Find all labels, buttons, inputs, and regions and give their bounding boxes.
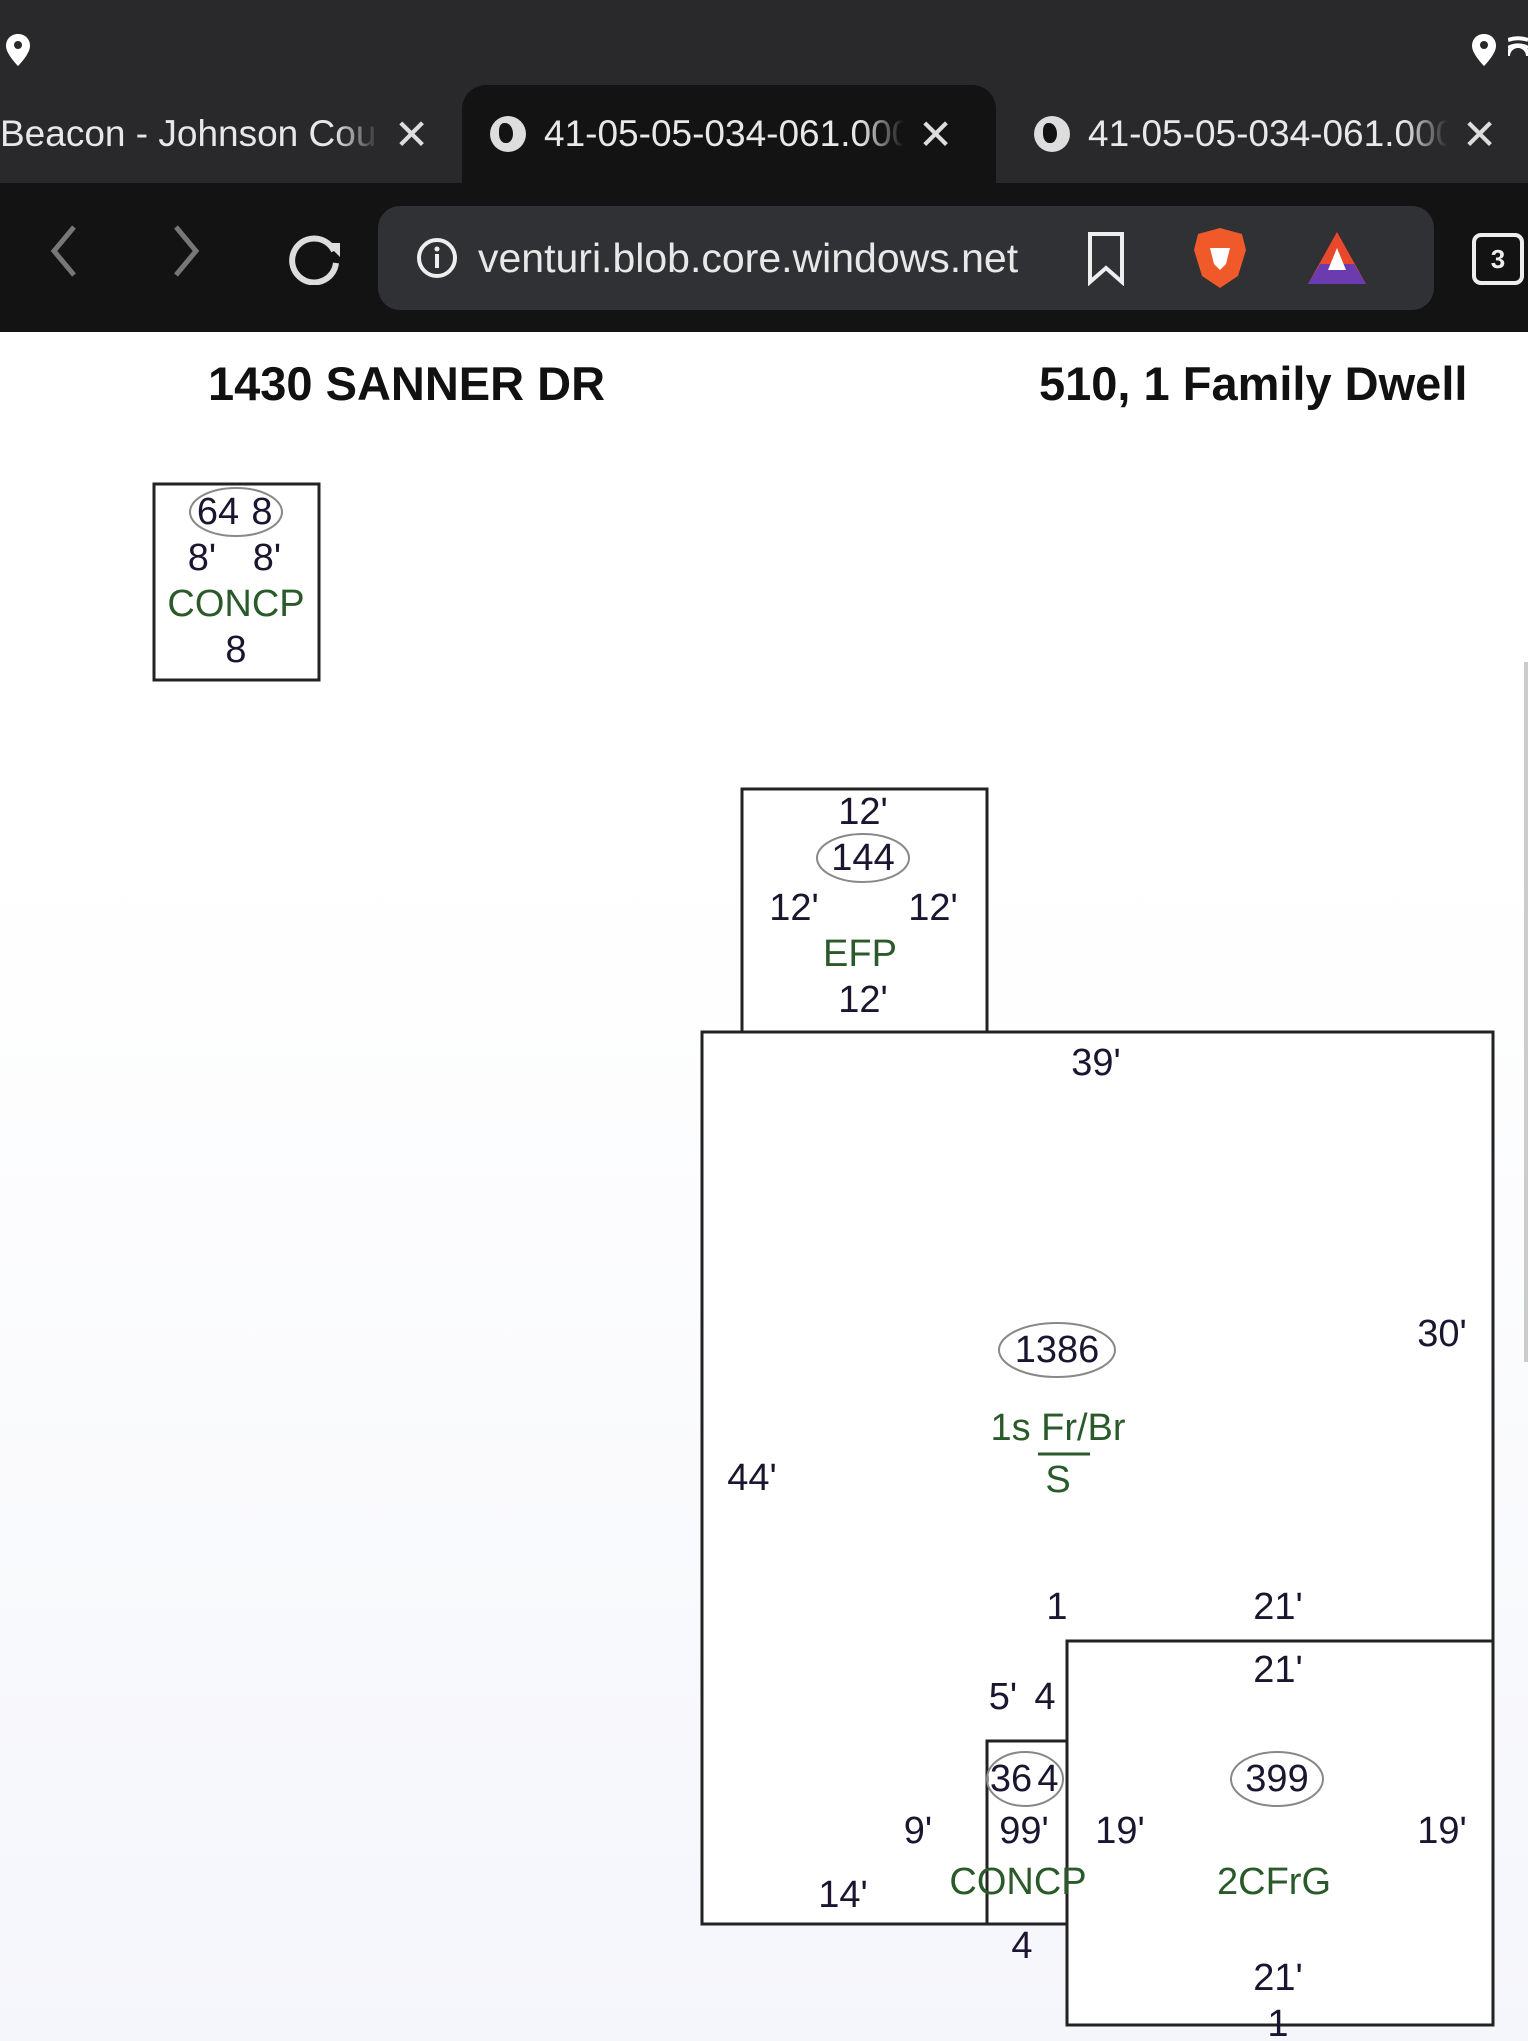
url-text[interactable]: venturi.blob.core.windows.net — [478, 234, 1019, 281]
efp-outline — [740, 787, 989, 1034]
globe-icon — [1034, 116, 1070, 152]
dimension: 1 — [1267, 2003, 1288, 2041]
area-ellipse — [189, 487, 283, 537]
dimension: 1 — [1046, 1586, 1067, 1628]
section-label: 1s Fr/Br — [990, 1407, 1125, 1449]
dimension: 12' — [838, 791, 888, 833]
info-icon[interactable] — [416, 237, 458, 279]
wifi-icon — [1508, 36, 1528, 57]
section-label: CONCP — [167, 583, 304, 625]
tab-title: 41-05-05-034-061.000-0 — [544, 113, 904, 154]
browser-toolbar: venturi.blob.core.windows.net 3 — [0, 183, 1528, 332]
close-icon[interactable]: ✕ — [1462, 110, 1498, 158]
area-value: 36 — [990, 1758, 1032, 1800]
dimension: 12' — [838, 979, 888, 1021]
area-ellipse — [986, 1751, 1064, 1807]
building-sketch: 64 8 8' 8' CONCP 8 12' 144 12' 12' EFP 1… — [152, 482, 1495, 2041]
dimension: 99' — [999, 1810, 1049, 1852]
area-ellipse — [998, 1322, 1116, 1378]
dimension: 21' — [1253, 1586, 1303, 1628]
reload-icon[interactable] — [288, 229, 344, 285]
close-icon[interactable]: ✕ — [394, 110, 430, 158]
dimension: 12' — [769, 887, 819, 929]
area-value: 144 — [831, 837, 894, 879]
dimension: 4 — [1034, 1676, 1055, 1718]
location-icon — [6, 34, 30, 66]
area-value: 1386 — [1015, 1329, 1100, 1371]
area-value: 399 — [1245, 1758, 1308, 1800]
dimension: 12' — [908, 887, 958, 929]
dimension: 19' — [1417, 1810, 1467, 1852]
tab-parcel-active[interactable]: 41-05-05-034-061.000-0 ✕ — [462, 85, 996, 183]
brave-shield-icon[interactable] — [1192, 226, 1248, 290]
dimension: 19' — [1095, 1810, 1145, 1852]
dimension: 5' — [989, 1676, 1017, 1718]
dimension: 21' — [1253, 1649, 1303, 1691]
property-class: 510, 1 Family Dwell — [1039, 357, 1468, 410]
tab-strip: Beacon - Johnson Coun ✕ 41-05-05-034-061… — [0, 85, 1528, 183]
section-label: EFP — [823, 933, 897, 975]
detached-concp-outline — [152, 482, 321, 682]
sketch-page: 1430 SANNER DR 510, 1 Family Dwell 64 8 … — [0, 332, 1528, 2041]
area-ellipse — [1230, 1751, 1324, 1807]
property-address: 1430 SANNER DR — [208, 357, 606, 410]
globe-icon — [490, 116, 526, 152]
status-bar — [0, 0, 1528, 85]
close-icon[interactable]: ✕ — [918, 110, 954, 158]
tab-parcel[interactable]: 41-05-05-034-061.000-0 ✕ — [1006, 85, 1528, 183]
area-ellipse — [816, 833, 910, 883]
brave-rewards-icon[interactable] — [1306, 230, 1368, 286]
dimension: 9' — [904, 1810, 932, 1852]
garage-outline — [1065, 1639, 1495, 2027]
location-icon — [1472, 34, 1496, 66]
dimension: 21' — [1253, 1957, 1303, 1999]
forward-icon[interactable] — [172, 223, 202, 279]
dimension: 8' — [188, 537, 216, 579]
tab-title: 41-05-05-034-061.000-0 — [1088, 113, 1448, 154]
section-label: 2CFrG — [1217, 1861, 1331, 1903]
dimension: 4 — [1011, 1925, 1032, 1967]
dimension: 30' — [1417, 1313, 1467, 1355]
section-label: CONCP — [949, 1861, 1086, 1903]
back-icon[interactable] — [48, 223, 78, 279]
area-value: 8 — [251, 491, 272, 533]
address-bar[interactable]: venturi.blob.core.windows.net — [378, 206, 1434, 310]
dimension: 39' — [1071, 1042, 1121, 1084]
tab-beacon[interactable]: Beacon - Johnson Coun ✕ — [0, 85, 440, 183]
dimension: 8' — [253, 537, 281, 579]
area-value: 4 — [1037, 1758, 1058, 1800]
section-sublabel: S — [1045, 1459, 1070, 1501]
dimension: 8 — [225, 629, 246, 671]
dimension: 14' — [818, 1874, 868, 1916]
area-value: 64 — [197, 491, 239, 533]
tab-title: Beacon - Johnson Coun — [0, 113, 380, 154]
concp-outline — [985, 1739, 1069, 1926]
bookmark-icon[interactable] — [1086, 230, 1126, 286]
scroll-edge — [1524, 662, 1528, 1362]
dimension: 44' — [727, 1457, 777, 1499]
tab-switcher-button[interactable]: 3 — [1472, 233, 1524, 285]
